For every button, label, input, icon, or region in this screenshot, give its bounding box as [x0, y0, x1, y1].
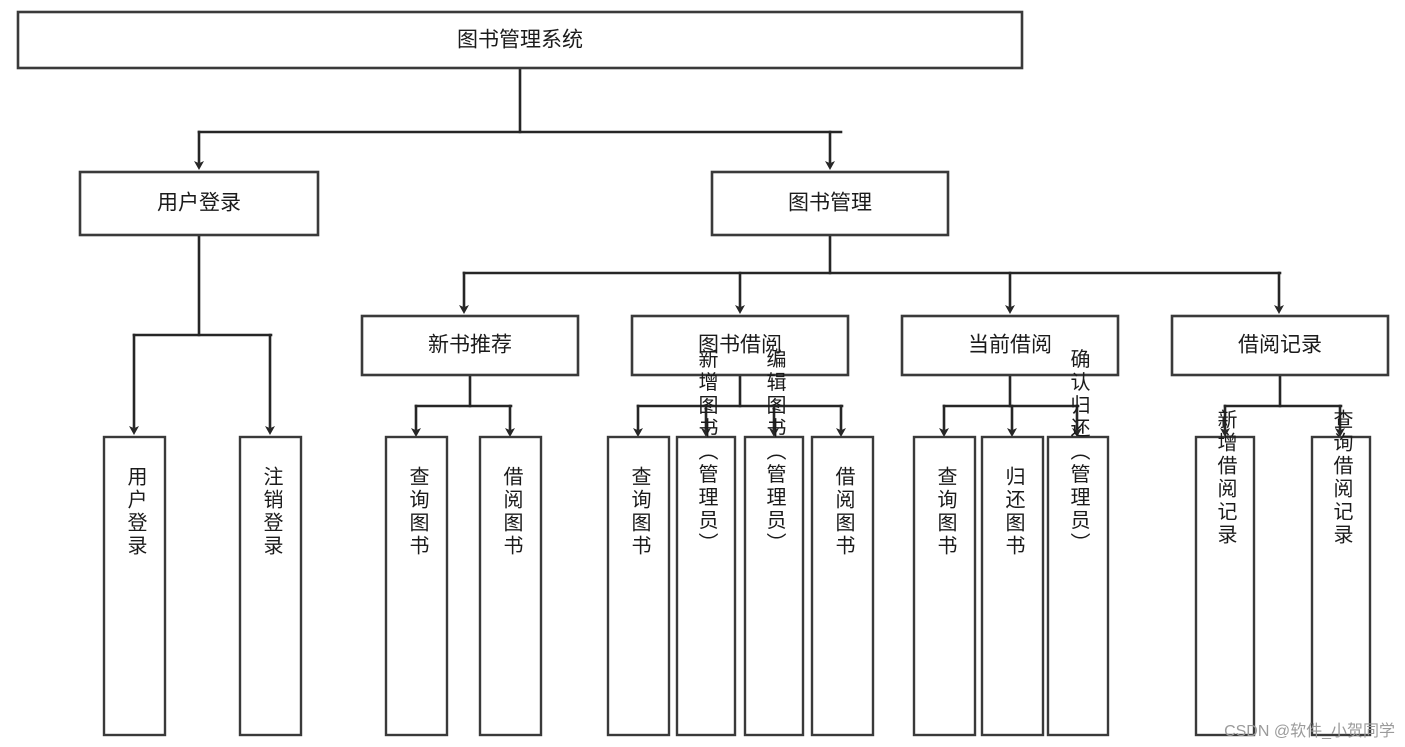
- node-leaf-confirm-return-label: 确认归还（管理员）: [1067, 348, 1090, 555]
- node-leaf-borrow-book-2-label: 借阅图书: [832, 466, 855, 558]
- node-leaf-add-record-box[interactable]: [1194, 435, 1256, 737]
- node-book-borrow[interactable]: 图书借阅: [630, 314, 850, 377]
- node-leaf-borrow-book-2-box[interactable]: [810, 435, 875, 737]
- node-book-borrow-box[interactable]: [630, 314, 850, 377]
- node-leaf-logout-label: 注销登录: [260, 466, 283, 558]
- node-leaf-add-book-label: 新增图书（管理员）: [695, 348, 718, 555]
- node-user-login[interactable]: 用户登录: [78, 170, 320, 237]
- node-leaf-query-book-2-box[interactable]: [606, 435, 671, 737]
- node-leaf-query-book-3[interactable]: 查询图书: [912, 435, 977, 737]
- node-current-borrow-box[interactable]: [900, 314, 1120, 377]
- node-borrow-record[interactable]: 借阅记录: [1170, 314, 1390, 377]
- node-root[interactable]: 图书管理系统: [16, 10, 1024, 70]
- node-new-book-recommend-box[interactable]: [360, 314, 580, 377]
- edges-new-book-recommend-to-leaves: [411, 373, 515, 437]
- node-leaf-query-record[interactable]: 查询借阅记录: [1310, 409, 1372, 737]
- node-borrow-record-box[interactable]: [1170, 314, 1390, 377]
- node-leaf-borrow-book-1-label: 借阅图书: [500, 466, 523, 558]
- edges-book-borrow-to-leaves: [633, 373, 846, 437]
- node-leaf-return-book-label: 归还图书: [1002, 466, 1025, 558]
- node-root-label: 图书管理系统: [457, 29, 583, 52]
- node-leaf-edit-book-box[interactable]: [743, 435, 805, 737]
- node-leaf-query-record-box[interactable]: [1310, 435, 1372, 737]
- node-current-borrow[interactable]: 当前借阅: [900, 314, 1120, 377]
- node-leaf-confirm-return[interactable]: 确认归还（管理员）: [1046, 348, 1110, 737]
- node-root-box[interactable]: [16, 10, 1024, 70]
- node-leaf-query-book-1[interactable]: 查询图书: [384, 435, 449, 737]
- node-book-borrow-label: 图书借阅: [698, 334, 782, 357]
- node-current-borrow-label: 当前借阅: [968, 334, 1052, 357]
- node-leaf-return-book[interactable]: 归还图书: [980, 435, 1045, 737]
- node-leaf-query-book-1-label: 查询图书: [406, 466, 429, 558]
- node-leaf-logout-box[interactable]: [238, 435, 303, 737]
- node-user-login-label: 用户登录: [157, 192, 241, 215]
- node-leaf-add-book-box[interactable]: [675, 435, 737, 737]
- node-user-login-box[interactable]: [78, 170, 320, 237]
- node-borrow-record-label: 借阅记录: [1238, 334, 1322, 357]
- node-leaf-logout[interactable]: 注销登录: [238, 435, 303, 737]
- edges-user-login-to-leaves: [129, 233, 275, 435]
- node-leaf-user-login[interactable]: 用户登录: [102, 435, 167, 737]
- edges-borrow-record-to-leaves: [1220, 373, 1345, 437]
- node-leaf-user-login-label: 用户登录: [124, 466, 147, 558]
- node-new-book-recommend-label: 新书推荐: [428, 334, 512, 357]
- node-leaf-borrow-book-1-box[interactable]: [478, 435, 543, 737]
- edges-book-manage-to-level3: [459, 233, 1284, 314]
- node-book-manage-label: 图书管理: [788, 192, 872, 215]
- edges-current-borrow-to-leaves: [939, 373, 1082, 437]
- node-leaf-add-book[interactable]: 新增图书（管理员）: [675, 348, 737, 737]
- edges-root-to-level2: [194, 66, 843, 170]
- node-book-manage-box[interactable]: [710, 170, 950, 237]
- node-leaf-query-record-label: 查询借阅记录: [1330, 409, 1353, 547]
- node-leaf-add-record[interactable]: 新增借阅记录: [1194, 409, 1256, 737]
- node-leaf-query-book-2[interactable]: 查询图书: [606, 435, 671, 737]
- node-leaf-confirm-return-box[interactable]: [1046, 435, 1110, 737]
- node-leaf-user-login-box[interactable]: [102, 435, 167, 737]
- node-leaf-add-record-label: 新增借阅记录: [1214, 409, 1237, 547]
- node-leaf-query-book-3-label: 查询图书: [934, 466, 957, 558]
- node-leaf-borrow-book-1[interactable]: 借阅图书: [478, 435, 543, 737]
- node-new-book-recommend[interactable]: 新书推荐: [360, 314, 580, 377]
- node-leaf-query-book-3-box[interactable]: [912, 435, 977, 737]
- node-leaf-return-book-box[interactable]: [980, 435, 1045, 737]
- node-leaf-edit-book[interactable]: 编辑图书（管理员）: [743, 348, 805, 737]
- node-book-manage[interactable]: 图书管理: [710, 170, 950, 237]
- node-leaf-borrow-book-2[interactable]: 借阅图书: [810, 435, 875, 737]
- node-leaf-query-book-1-box[interactable]: [384, 435, 449, 737]
- node-leaf-query-book-2-label: 查询图书: [628, 466, 651, 558]
- node-leaf-edit-book-label: 编辑图书（管理员）: [763, 348, 786, 555]
